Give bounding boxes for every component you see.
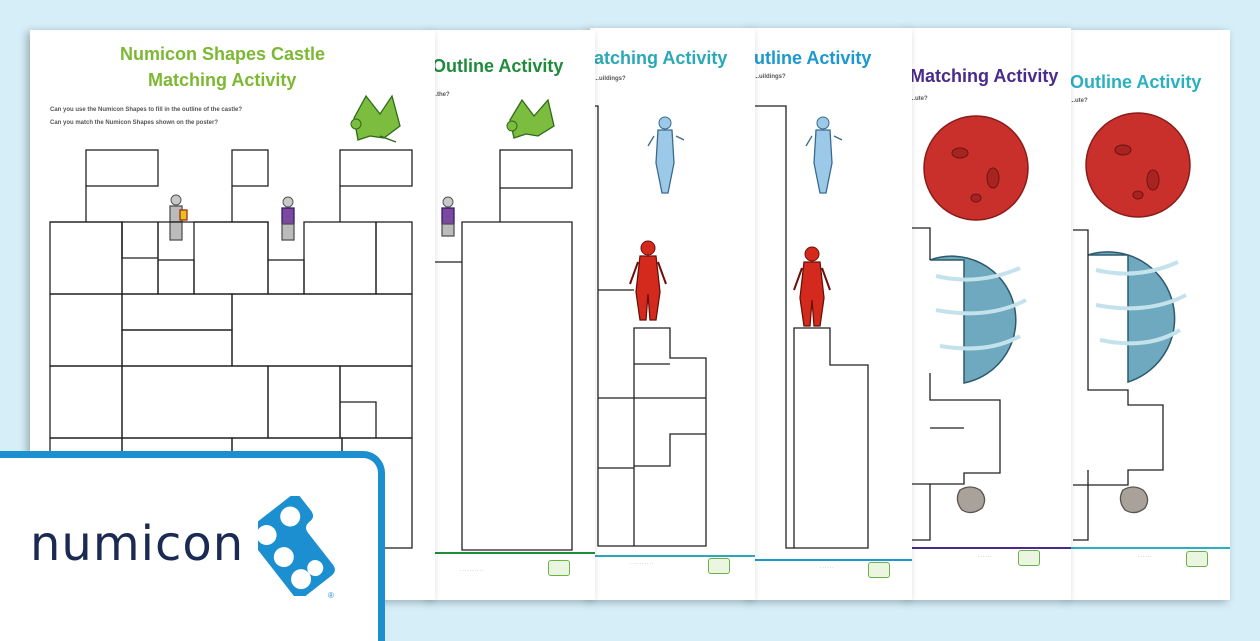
worksheet-instruction: ...ute? bbox=[910, 96, 928, 102]
building-outline-shapes bbox=[750, 105, 912, 561]
red-hero-icon bbox=[793, 246, 831, 327]
footer-text: · · · · · · bbox=[978, 554, 992, 559]
ice-hero-icon bbox=[805, 116, 843, 194]
worksheet-instruction-2: Can you match the Numicon Shapes shown o… bbox=[50, 120, 219, 126]
blue-planet-icon bbox=[1087, 251, 1176, 384]
ice-hero-icon bbox=[647, 116, 685, 194]
asteroid-icon bbox=[1119, 486, 1149, 514]
planet-outline-shapes bbox=[1068, 112, 1230, 549]
footer-text: · · · · · · · · · · bbox=[460, 568, 484, 573]
building-matching-shapes bbox=[590, 105, 755, 557]
worksheet-hero-matching: atching Activity ...uildings? · · · · · … bbox=[590, 28, 755, 600]
numicon-wordmark: numicon bbox=[30, 516, 245, 572]
knight-icon bbox=[441, 196, 455, 237]
twinkl-badge bbox=[708, 558, 730, 574]
worksheet-instruction-1: Can you use the Numicon Shapes to fill i… bbox=[50, 107, 243, 113]
twinkl-badge bbox=[548, 560, 570, 576]
footer-text: · · · · · · bbox=[820, 565, 834, 570]
knight-icon bbox=[169, 194, 188, 241]
footer-text: · · · · · · bbox=[1138, 554, 1152, 559]
registered-mark: ® bbox=[328, 591, 334, 600]
worksheet-title: Outline Activity bbox=[1070, 72, 1202, 92]
worksheet-title: utline Activity bbox=[754, 48, 872, 68]
dragon-icon bbox=[506, 98, 555, 139]
twinkl-badge bbox=[1186, 551, 1208, 567]
worksheet-space-matching: Matching Activity ...ute? · · · · · · bbox=[908, 28, 1071, 600]
worksheet-castle-outline: Outline Activity ...the? · · · · · · · ·… bbox=[430, 30, 595, 600]
blue-planet-icon bbox=[929, 255, 1017, 384]
worksheet-instruction: ...uildings? bbox=[754, 74, 786, 80]
castle-outline-shapes bbox=[430, 98, 595, 554]
footer-text: · · · · · · · · · · bbox=[630, 561, 654, 566]
asteroid-icon bbox=[956, 486, 986, 514]
planet-matching-shapes bbox=[908, 115, 1071, 549]
worksheet-title: atching Activity bbox=[594, 48, 728, 68]
red-planet-icon bbox=[1085, 112, 1191, 218]
worksheet-title: Matching Activity bbox=[910, 66, 1059, 86]
worksheet-instruction: ...uildings? bbox=[594, 76, 626, 82]
worksheet-title-line1: Numicon Shapes Castle bbox=[120, 44, 326, 64]
dragon-icon bbox=[350, 94, 401, 143]
worksheet-instruction: ...ute? bbox=[1070, 98, 1088, 104]
numicon-shape-icon bbox=[258, 496, 335, 596]
knight-icon bbox=[281, 196, 295, 241]
worksheet-space-outline: Outline Activity ...ute? · · · · · · bbox=[1068, 30, 1230, 600]
red-hero-icon bbox=[629, 240, 667, 321]
worksheet-title: Outline Activity bbox=[432, 56, 564, 76]
worksheet-hero-outline: utline Activity ...uildings? · · · · · · bbox=[750, 28, 912, 600]
worksheet-instruction: ...the? bbox=[432, 92, 450, 98]
red-planet-icon bbox=[923, 115, 1029, 221]
twinkl-badge bbox=[1018, 550, 1040, 566]
numicon-logo-panel: numicon ® bbox=[0, 451, 385, 641]
worksheet-title-line2: Matching Activity bbox=[148, 70, 297, 90]
twinkl-badge bbox=[868, 562, 890, 578]
